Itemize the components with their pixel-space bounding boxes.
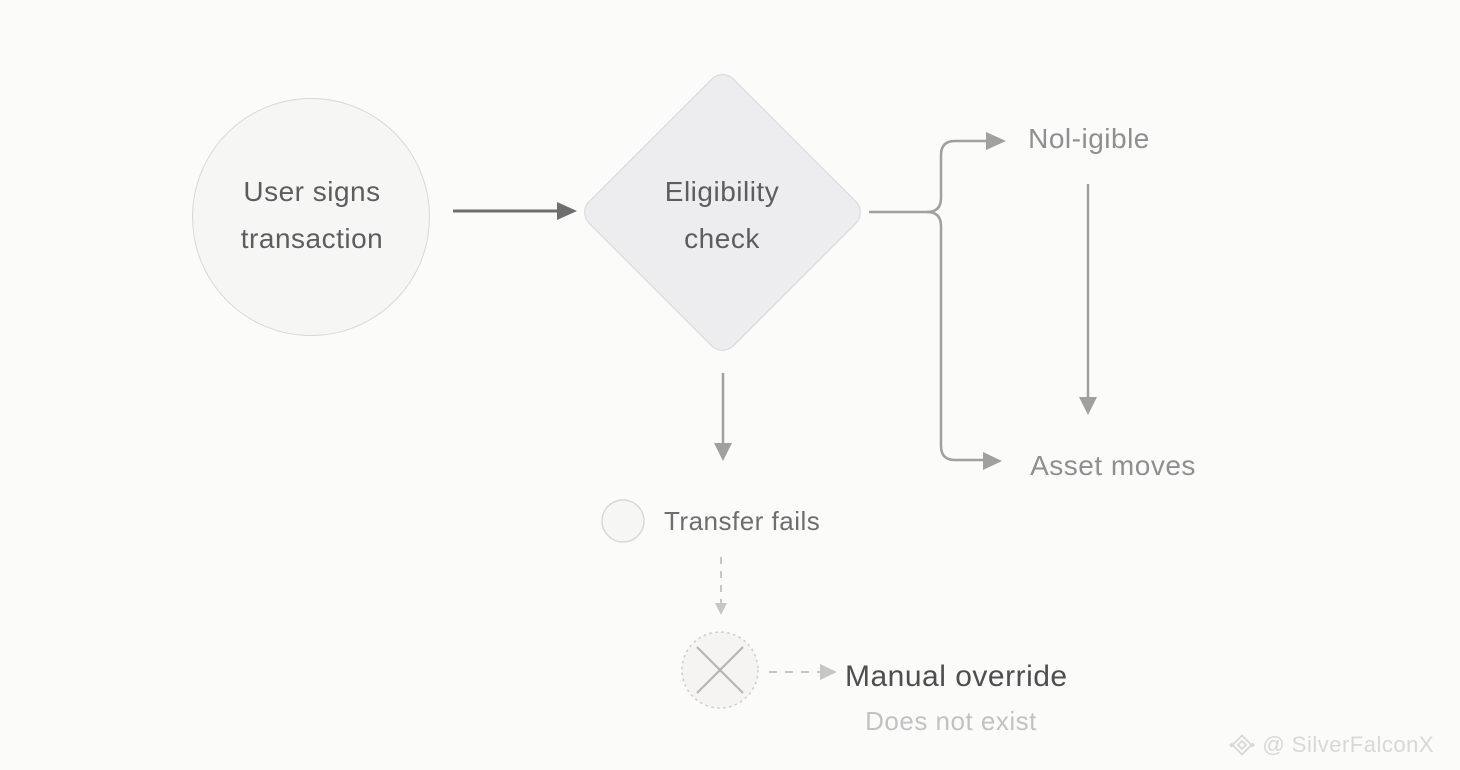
decision-node-label: Eligibility check [664,176,780,254]
arrow-noteligible-to-assetmoves [1079,184,1097,415]
transfer-fails-marker [601,499,645,543]
not-eligible-label: Nol-igible [1028,123,1150,154]
start-node-circle [192,98,430,336]
asset-moves-label: Asset moves [1030,450,1196,481]
does-not-exist-label: Does not exist [865,706,1037,736]
branch-decision-right [869,132,1006,470]
x-mark-icon [696,646,744,694]
arrowhead-icon [983,452,1002,470]
watermark-text: @ SilverFalconX [1262,732,1434,757]
arrow-decision-to-transferfails [714,373,732,461]
arrowhead-icon [715,603,727,615]
watermark: @ SilverFalconX [1229,732,1434,758]
arrow-start-to-decision [453,202,577,220]
arrowhead-icon [1079,397,1097,415]
diamond-logo-icon [1229,734,1256,756]
arrowhead-icon [714,443,732,461]
manual-override-label: Manual override [845,660,1068,693]
dashed-arrow-down [715,557,727,615]
x-circle-node [681,631,759,709]
arrowhead-icon [986,132,1006,150]
arrowhead-icon [557,202,577,220]
arrowhead-icon [820,664,837,680]
start-node-label: User signs transaction [240,176,384,254]
transfer-fails-label: Transfer fails [664,506,821,536]
dashed-arrow-right [769,664,837,680]
